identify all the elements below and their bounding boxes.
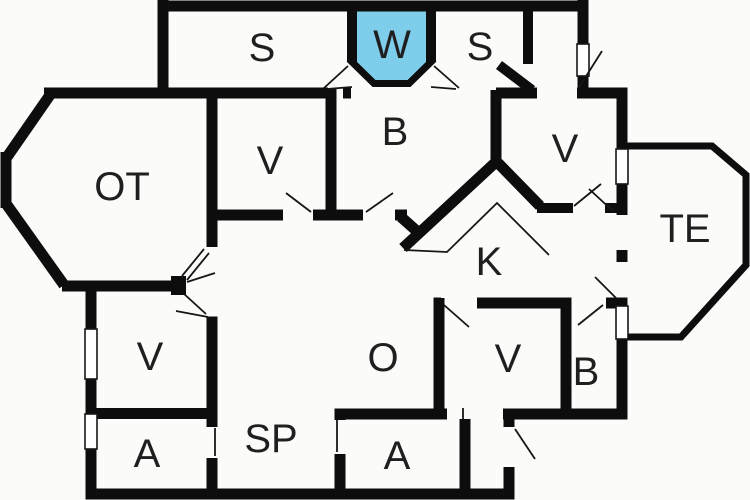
wall-segment (346, 56, 437, 87)
window (615, 305, 629, 340)
wall-segment (2, 91, 55, 161)
door-swing (430, 65, 460, 90)
door-swing (365, 192, 394, 213)
room-label-s-top-center: S (467, 25, 494, 69)
window (84, 413, 98, 450)
door-swing (514, 428, 536, 460)
wall-pillar (171, 276, 186, 295)
door-swing (577, 50, 603, 90)
room-label-a-lower-left: A (134, 432, 161, 476)
room-label-o: O (367, 336, 398, 380)
room-label-b-center: B (382, 110, 409, 154)
wall-segment (2, 201, 69, 289)
room-label-v-upper-left: V (257, 139, 284, 183)
door-swing (594, 276, 618, 300)
room-label-te: TE (659, 207, 710, 251)
door-swing (577, 304, 604, 326)
room-label-v-lower-left: V (137, 335, 164, 379)
room-label-v-lower-center: V (495, 337, 522, 381)
room-label-sp: SP (244, 417, 297, 461)
wall-segment (399, 156, 501, 253)
room-label-k: K (476, 240, 503, 284)
kitchen-boundary-line (403, 201, 550, 256)
window (84, 328, 98, 380)
room-labels: S W S B V OT V TE K V O V B A SP A (94, 23, 710, 478)
door-swing (323, 65, 353, 90)
door-leaf (181, 248, 216, 283)
room-label-s-top-left: S (249, 26, 276, 70)
walls (0, 0, 628, 500)
door-swing (285, 192, 312, 213)
door-leaf (175, 292, 209, 318)
terrace-wall (625, 142, 750, 341)
window (615, 148, 629, 185)
room-label-b-lower-right: B (573, 350, 600, 394)
windows (84, 43, 629, 450)
room-label-w: W (373, 23, 411, 67)
window (576, 43, 590, 77)
room-label-v-upper-right: V (552, 127, 579, 171)
wall-segment (494, 159, 544, 210)
wall-segment (495, 61, 536, 94)
door-swing (443, 304, 470, 328)
door-swings (175, 50, 618, 460)
door-swing (573, 183, 602, 207)
door-swing (588, 188, 615, 213)
room-w-highlight[interactable] (347, 8, 436, 87)
room-label-a-lower-center: A (384, 434, 411, 478)
room-label-ot: OT (94, 165, 150, 209)
